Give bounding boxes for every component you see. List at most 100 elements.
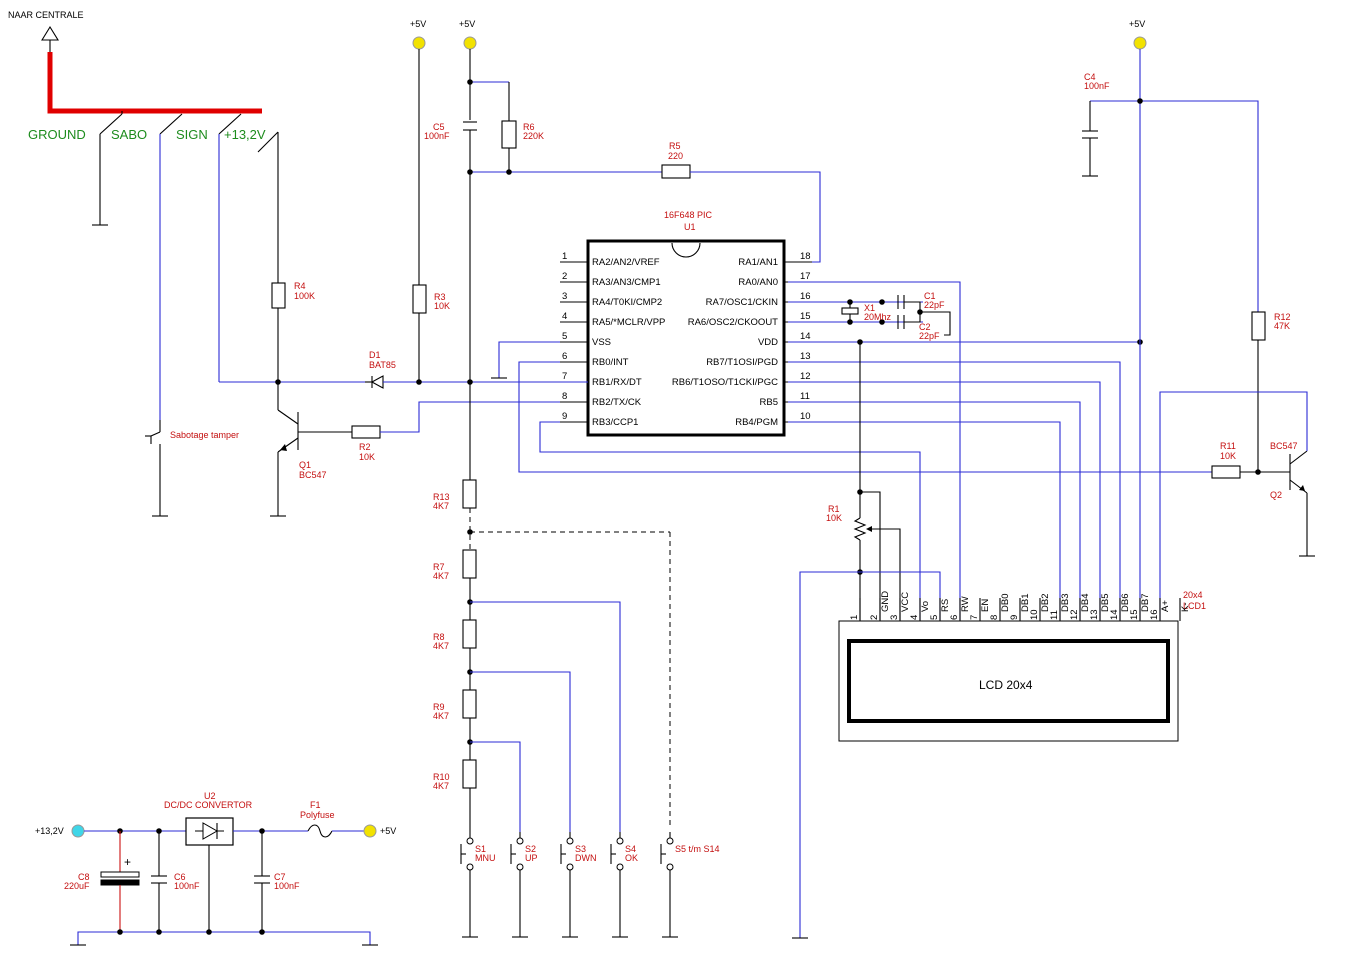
ic-pin-num-17: 17 [800, 271, 811, 282]
svg-text:R13: R13 [433, 492, 450, 502]
lcd-pin-num-10: 10 [1029, 609, 1040, 620]
switch-ref-1: S1 [475, 844, 486, 854]
svg-text:R7: R7 [433, 562, 445, 572]
svg-text:R12: R12 [1274, 312, 1291, 322]
q1-transistor: Q1 BC547 [270, 409, 352, 517]
r4-resistor: R4 100K [271, 281, 315, 382]
ic-pin-num-4: 4 [562, 311, 567, 322]
ic-pin-num-15: 15 [800, 311, 811, 322]
switch-val-3: DWN [575, 853, 597, 863]
ic-pin-num-12: 12 [800, 371, 811, 382]
terminal-13v: +13,2V [224, 127, 266, 142]
svg-text:+13,2V: +13,2V [35, 826, 64, 836]
svg-text:R9: R9 [433, 702, 445, 712]
svg-text:C6: C6 [174, 872, 186, 882]
svg-text:LCD1: LCD1 [1183, 601, 1206, 611]
lcd-pin-name-16: A+ [1160, 600, 1171, 612]
ic-pin-num-8: 8 [562, 391, 567, 402]
button-ladder: R13 4K7 R7 4K7 R8 4K7 R9 4K7 R10 4K7 S1M… [433, 479, 720, 938]
terminal-ground: GROUND [28, 127, 86, 142]
ic-pin-6: RB0/INT [592, 357, 629, 368]
ic-pin-2: RA3/AN3/CMP1 [592, 277, 661, 288]
svg-text:X1: X1 [864, 303, 875, 313]
ic-pin-num-13: 13 [800, 351, 811, 362]
svg-text:BAT85: BAT85 [369, 360, 396, 370]
ic-ref: U1 [684, 222, 696, 232]
ic-pin-11: RB5 [760, 397, 778, 408]
vcc-right: +5V C4 100nF R12 47K [1082, 19, 1291, 620]
svg-text:BC547: BC547 [1270, 441, 1298, 451]
ic-pin-num-14: 14 [800, 331, 811, 342]
lcd-pin-num-6: 6 [949, 615, 960, 620]
lcd-pin-num-14: 14 [1109, 609, 1120, 620]
ic-pin-4: RA5/*MCLR/VPP [592, 317, 665, 328]
lcd-pin-name-2: GND [880, 591, 891, 612]
ic-pin-num-2: 2 [562, 271, 567, 282]
switch-ref-5: S5 t/m S14 [675, 844, 720, 854]
vcc-main: +5V C5 100nF R6 220K [424, 19, 662, 480]
pic-u1: 16F648 PIC U1 1RA2/AN2/VREF2RA3/AN3/CMP1… [560, 210, 812, 437]
svg-text:F1: F1 [310, 800, 321, 810]
ic-pin-14: VDD [758, 337, 778, 348]
ic-pin-1: RA2/AN2/VREF [592, 257, 660, 268]
svg-text:BC547: BC547 [299, 470, 327, 480]
ic-pin-12: RB6/T1OSO/T1CKI/PGC [672, 377, 778, 388]
svg-text:220: 220 [668, 151, 683, 161]
svg-text:4K7: 4K7 [433, 711, 449, 721]
ic-pin-15: RA6/OSC2/CKOOUT [688, 317, 778, 328]
lcd-pin-num-5: 5 [929, 615, 940, 620]
svg-text:R5: R5 [669, 141, 681, 151]
svg-text:Q2: Q2 [1270, 490, 1282, 500]
switch-ref-4: S4 [625, 844, 636, 854]
svg-text:+5V: +5V [410, 19, 426, 29]
svg-text:+: + [124, 855, 131, 869]
ic-pin-10: RB4/PGM [735, 417, 778, 428]
ic-pin-num-9: 9 [562, 411, 567, 422]
svg-text:C7: C7 [274, 872, 286, 882]
lcd-pin-num-11: 11 [1049, 610, 1060, 620]
switch-val-4: OK [625, 853, 638, 863]
ic-pin-num-7: 7 [562, 371, 567, 382]
svg-text:220K: 220K [523, 131, 544, 141]
lcd-pin-name-12: DB4 [1080, 594, 1091, 612]
svg-text:4K7: 4K7 [433, 571, 449, 581]
d1-diode: D1 BAT85 [365, 350, 470, 389]
svg-text:R1: R1 [828, 504, 840, 514]
svg-text:C2: C2 [919, 322, 931, 332]
svg-text:C1: C1 [924, 291, 936, 301]
r2-resistor: R2 10K [351, 401, 588, 462]
svg-text:R6: R6 [523, 122, 535, 132]
ic-pin-8: RB2/TX/CK [592, 397, 642, 408]
terminal-sabo: SABO [111, 127, 147, 142]
lcd-pin-name-17: K- [1180, 603, 1191, 613]
lcd-pin-name-13: DB5 [1100, 594, 1111, 612]
svg-text:DC/DC CONVERTOR: DC/DC CONVERTOR [164, 800, 253, 810]
svg-text:+5V: +5V [380, 826, 396, 836]
terminal-sign: SIGN [176, 127, 208, 142]
lcd-pin-num-2: 2 [869, 615, 880, 620]
lcd-pin-num-13: 13 [1089, 609, 1100, 620]
ic-pin-7: RB1/RX/DT [592, 377, 642, 388]
lcd-pin-num-9: 9 [1009, 615, 1020, 620]
lcd-pin-name-8: DB0 [1000, 594, 1011, 612]
svg-text:4K7: 4K7 [433, 501, 449, 511]
ic-pin-3: RA4/T0KI/CMP2 [592, 297, 662, 308]
lcd-pin-num-8: 8 [989, 615, 1000, 620]
svg-text:10K: 10K [826, 513, 842, 523]
svg-text:+5V: +5V [1129, 19, 1145, 29]
svg-text:+5V: +5V [459, 19, 475, 29]
svg-text:C8: C8 [78, 872, 90, 882]
svg-text:220uF: 220uF [64, 881, 90, 891]
lcd-pin-name-15: DB7 [1140, 594, 1151, 612]
ic-pin-18: RA1/AN1 [738, 257, 778, 268]
switch-ref-3: S3 [575, 844, 586, 854]
vcc-r3: +5V R3 10K [410, 19, 450, 382]
tamper-label: Sabotage tamper [170, 430, 239, 440]
svg-text:U2: U2 [204, 791, 216, 801]
svg-text:4K7: 4K7 [433, 781, 449, 791]
svg-text:20x4: 20x4 [1183, 590, 1203, 600]
ic-pin-16: RA7/OSC1/CKIN [706, 297, 778, 308]
lcd-pin-num-7: 7 [969, 615, 980, 620]
ic-pin-17: RA0/AN0 [738, 277, 778, 288]
